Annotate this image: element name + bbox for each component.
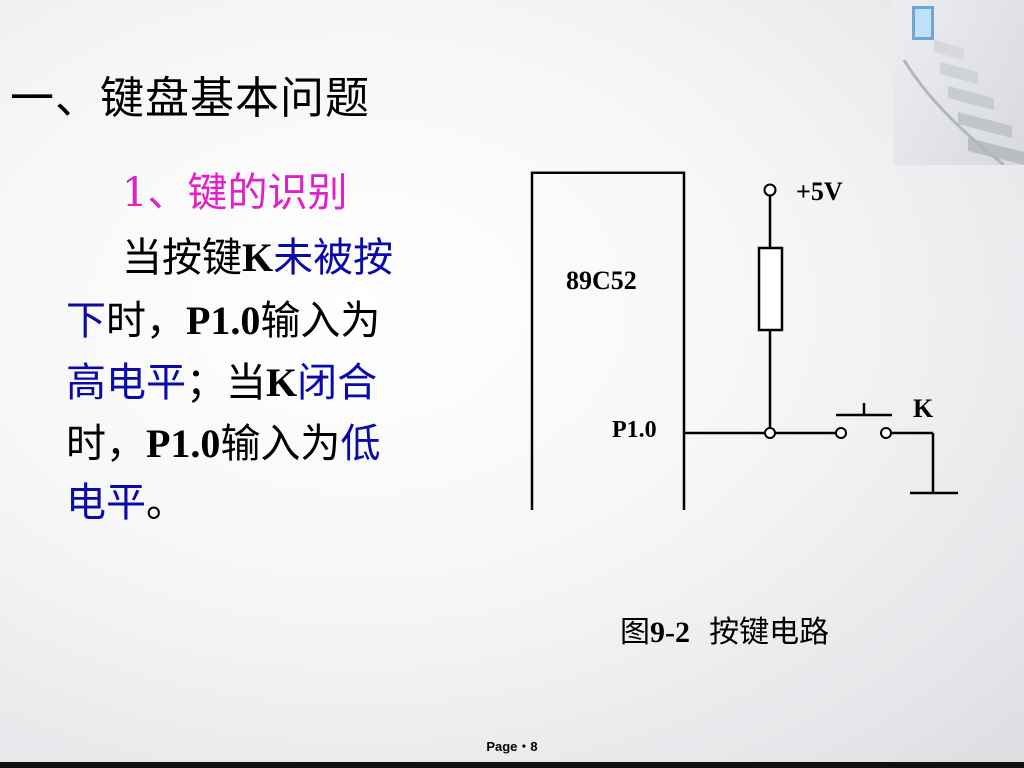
- page-number: Page・8: [486, 739, 538, 754]
- paragraph-segment: 。: [146, 480, 186, 526]
- switch-contact-left: [835, 427, 847, 439]
- paragraph-segment: K: [242, 235, 274, 280]
- paragraph-line: 高电平；当K闭合: [66, 350, 377, 408]
- figure-caption: 图9-2 按键电路: [620, 607, 829, 651]
- paragraph-line: 电平。: [66, 470, 186, 528]
- paragraph-segment: 时，: [66, 421, 146, 467]
- paragraph-segment: 时，: [106, 298, 186, 344]
- chip-label: 89C52: [566, 266, 637, 295]
- paragraph-segment: K: [266, 360, 298, 405]
- resistor: [757, 246, 784, 332]
- paragraph-line: 时，P1.0输入为低: [66, 411, 380, 469]
- staircase-decoration-image: [894, 0, 1024, 165]
- paragraph-segment: 当按键: [122, 235, 242, 281]
- caption-prefix: 图: [620, 615, 650, 650]
- pin-label: P1.0: [612, 417, 657, 443]
- paragraph-segment: P1.0: [146, 421, 221, 466]
- paragraph-segment: 闭合: [297, 360, 378, 406]
- section-subtitle: 1、键的识别: [122, 170, 348, 216]
- paragraph-segment: 输入为: [220, 421, 341, 467]
- paragraph-segment: 低: [340, 421, 381, 467]
- switch-label: K: [913, 394, 934, 423]
- paragraph-segment: P1.0: [186, 298, 261, 343]
- junction-node: [764, 427, 776, 439]
- vcc-label: +5V: [796, 177, 843, 206]
- caption-number: 9-2: [650, 616, 690, 649]
- chip-box: [530, 171, 686, 510]
- bottom-border: [0, 762, 1024, 768]
- paragraph-segment: 输入为: [260, 298, 381, 344]
- paragraph-line: 下时，P1.0输入为: [66, 288, 380, 346]
- slide-title: 一、键盘基本问题: [10, 73, 370, 124]
- paragraph-line: 当按键K未被按: [122, 225, 393, 283]
- paragraph-segment: 电平: [66, 480, 146, 526]
- vcc-terminal: [763, 183, 777, 197]
- caption-text: 按键电路: [709, 615, 830, 650]
- key-circuit-diagram: 89C52 P1.0 +5V K: [530, 171, 958, 510]
- paragraph-segment: ；当: [186, 360, 266, 406]
- paragraph-segment: 未被按: [273, 235, 394, 281]
- switch-contact-right: [880, 427, 892, 439]
- paragraph-segment: 高电平: [66, 360, 186, 406]
- paragraph-segment: 下: [66, 298, 106, 344]
